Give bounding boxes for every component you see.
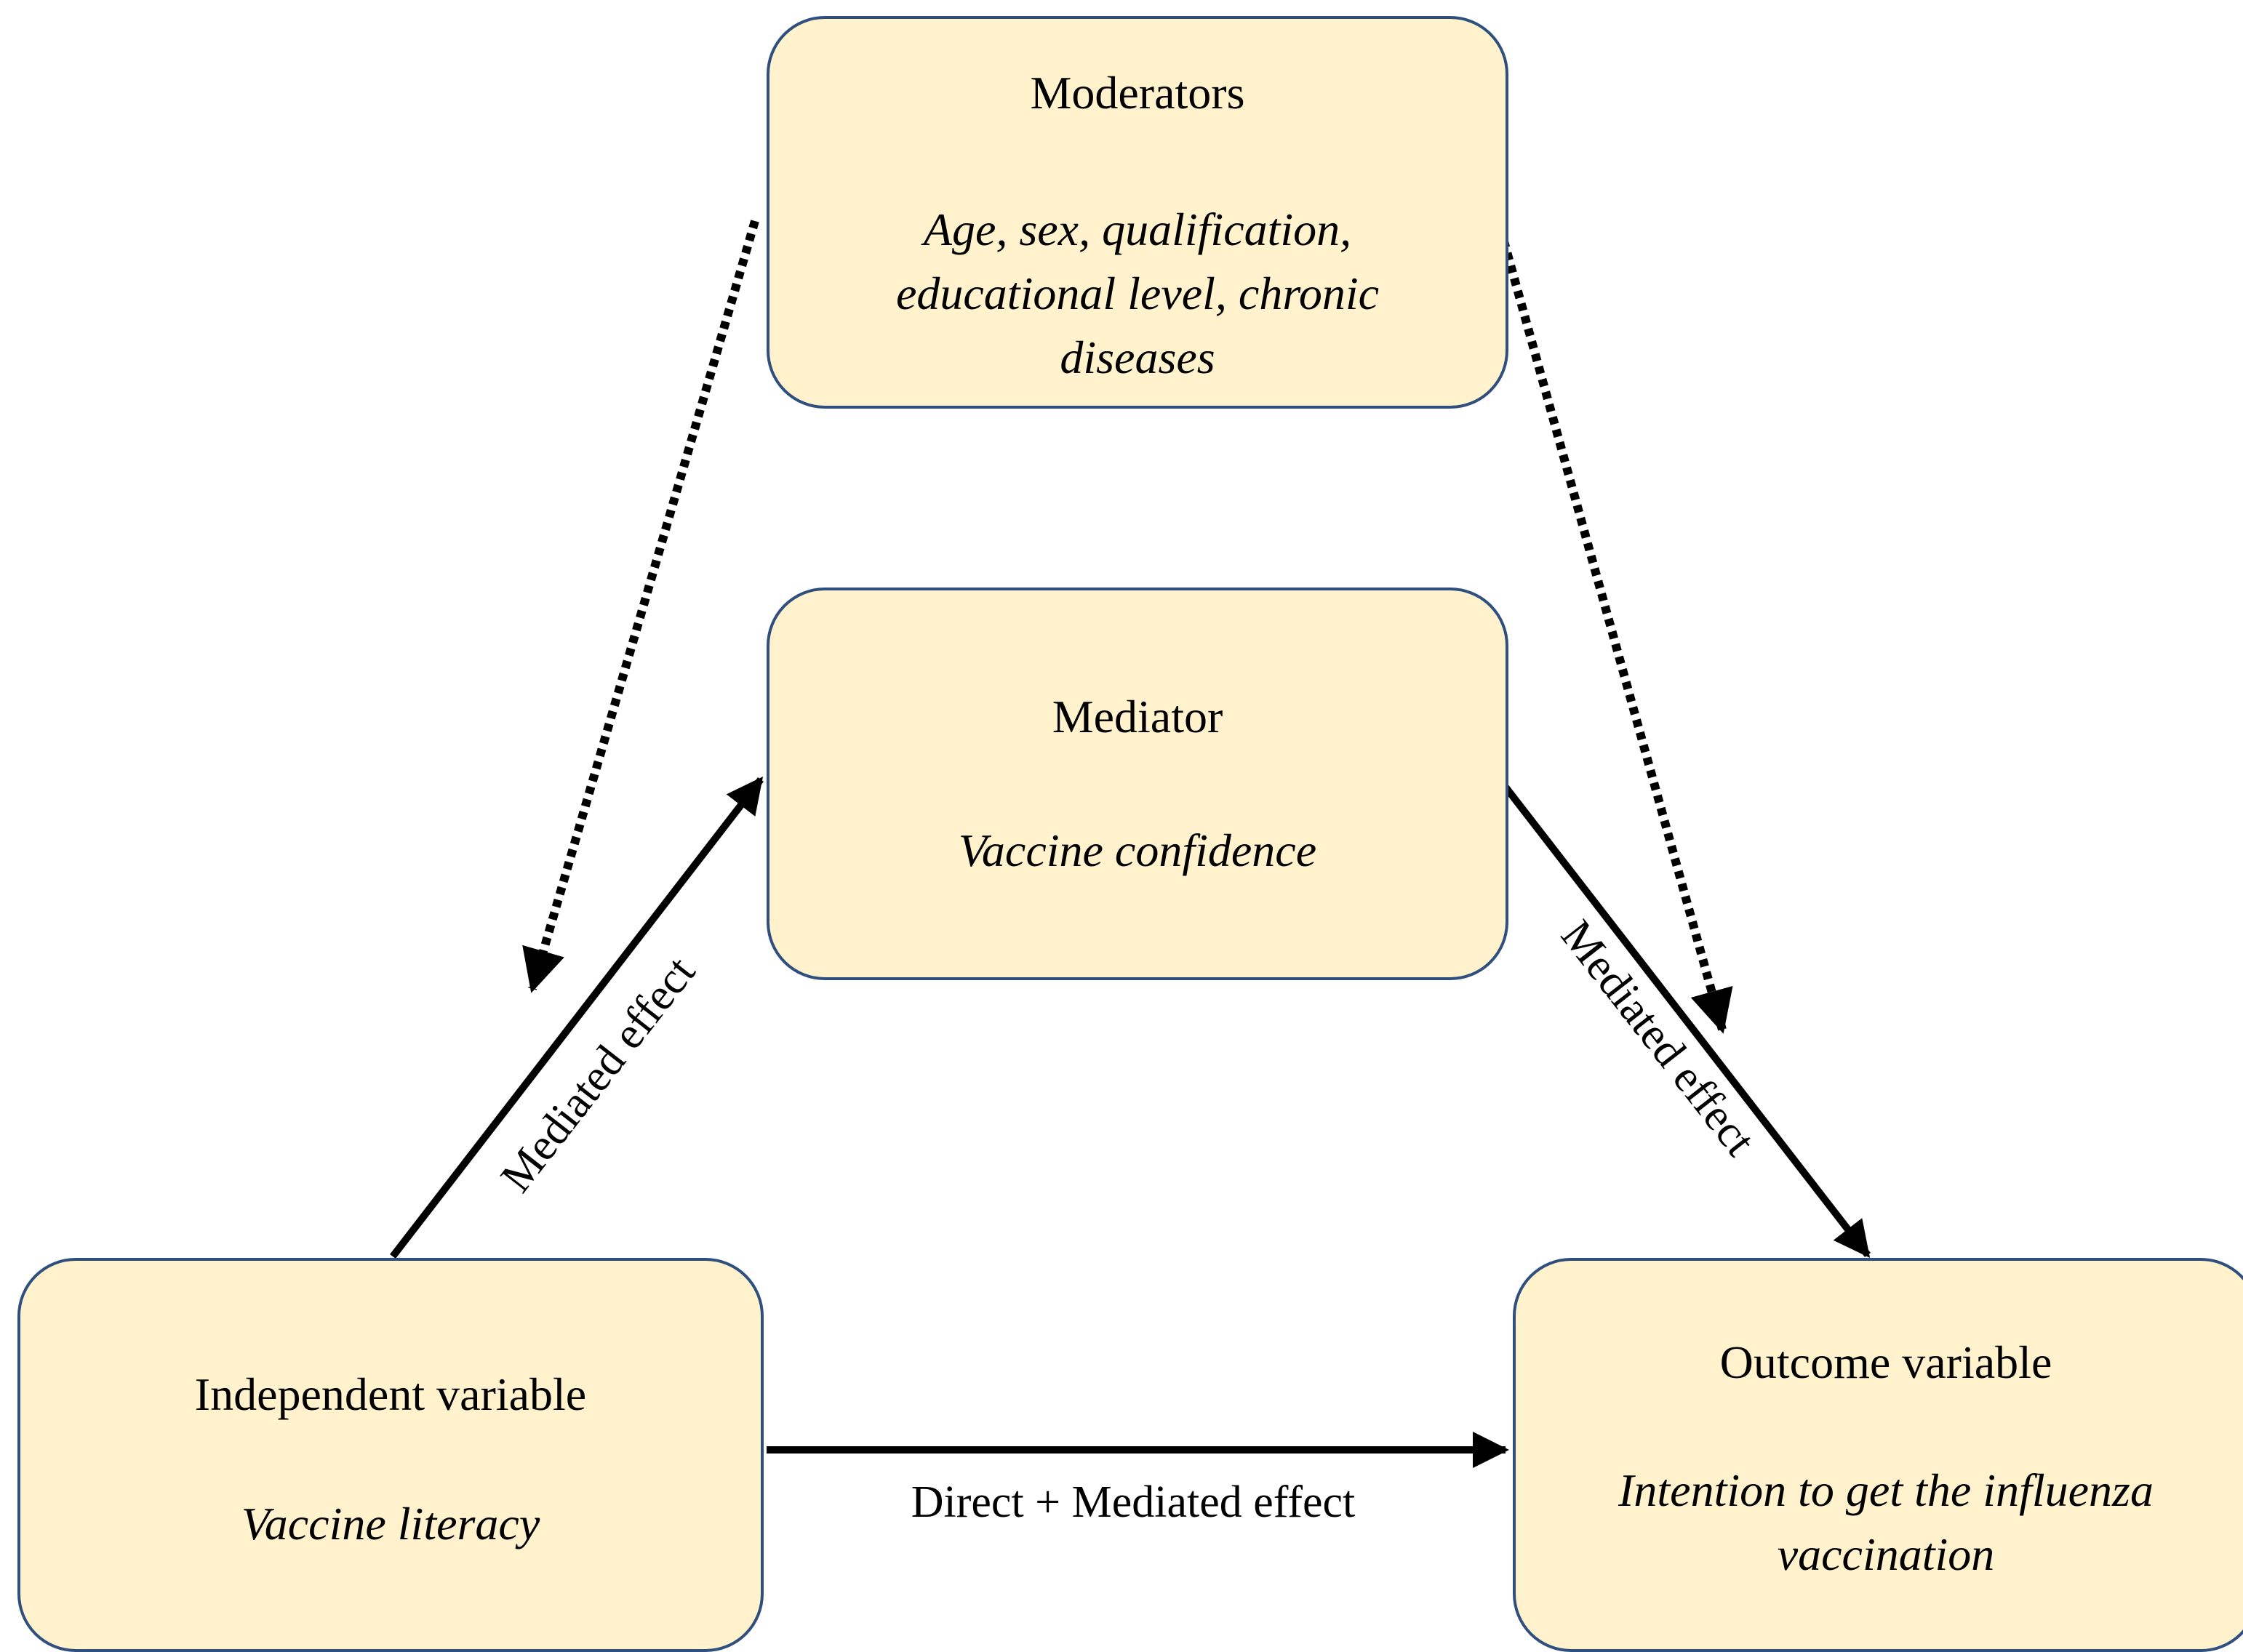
mediator-box: Mediator Vaccine confidence: [767, 588, 1508, 980]
edge-label-independent-to-outcome: Direct + Mediated effect: [911, 1477, 1355, 1527]
moderator-arrow-right: [1492, 214, 1733, 1034]
outcome-variable-title: Outcome variable: [1719, 1336, 2052, 1388]
outcome-variable-description: Intention to get the influenza vaccinati…: [1516, 1459, 2243, 1587]
outcome-variable-line: vaccination: [1777, 1528, 1995, 1580]
independent-variable-description: Vaccine literacy: [20, 1492, 761, 1556]
moderators-line: Age, sex, qualification,: [923, 204, 1352, 255]
independent-variable-line: Vaccine literacy: [241, 1498, 540, 1549]
arrow-independent-to-mediator: [390, 777, 764, 1259]
edge-label-mediator-to-outcome: Mediated effect: [1551, 911, 1764, 1165]
moderators-title: Moderators: [1030, 67, 1245, 119]
mediator-title: Mediator: [1052, 691, 1223, 742]
moderators-line: diseases: [1060, 332, 1215, 383]
moderators-line: educational level, chronic: [895, 268, 1380, 319]
outcome-variable-line: Intention to get the influenza: [1618, 1464, 2154, 1516]
mediator-line: Vaccine confidence: [958, 825, 1317, 876]
moderators-box: Moderators Age, sex, qualification, educ…: [767, 16, 1508, 409]
moderator-arrow-left: [522, 220, 759, 993]
independent-variable-title: Independent variable: [194, 1368, 587, 1420]
moderators-description: Age, sex, qualification, educational lev…: [769, 198, 1506, 390]
outcome-variable-box: Outcome variable Intention to get the in…: [1513, 1258, 2243, 1652]
mediator-description: Vaccine confidence: [769, 819, 1506, 883]
arrow-mediator-to-outcome: [1497, 777, 1871, 1258]
independent-variable-box: Independent variable Vaccine literacy: [17, 1258, 764, 1652]
